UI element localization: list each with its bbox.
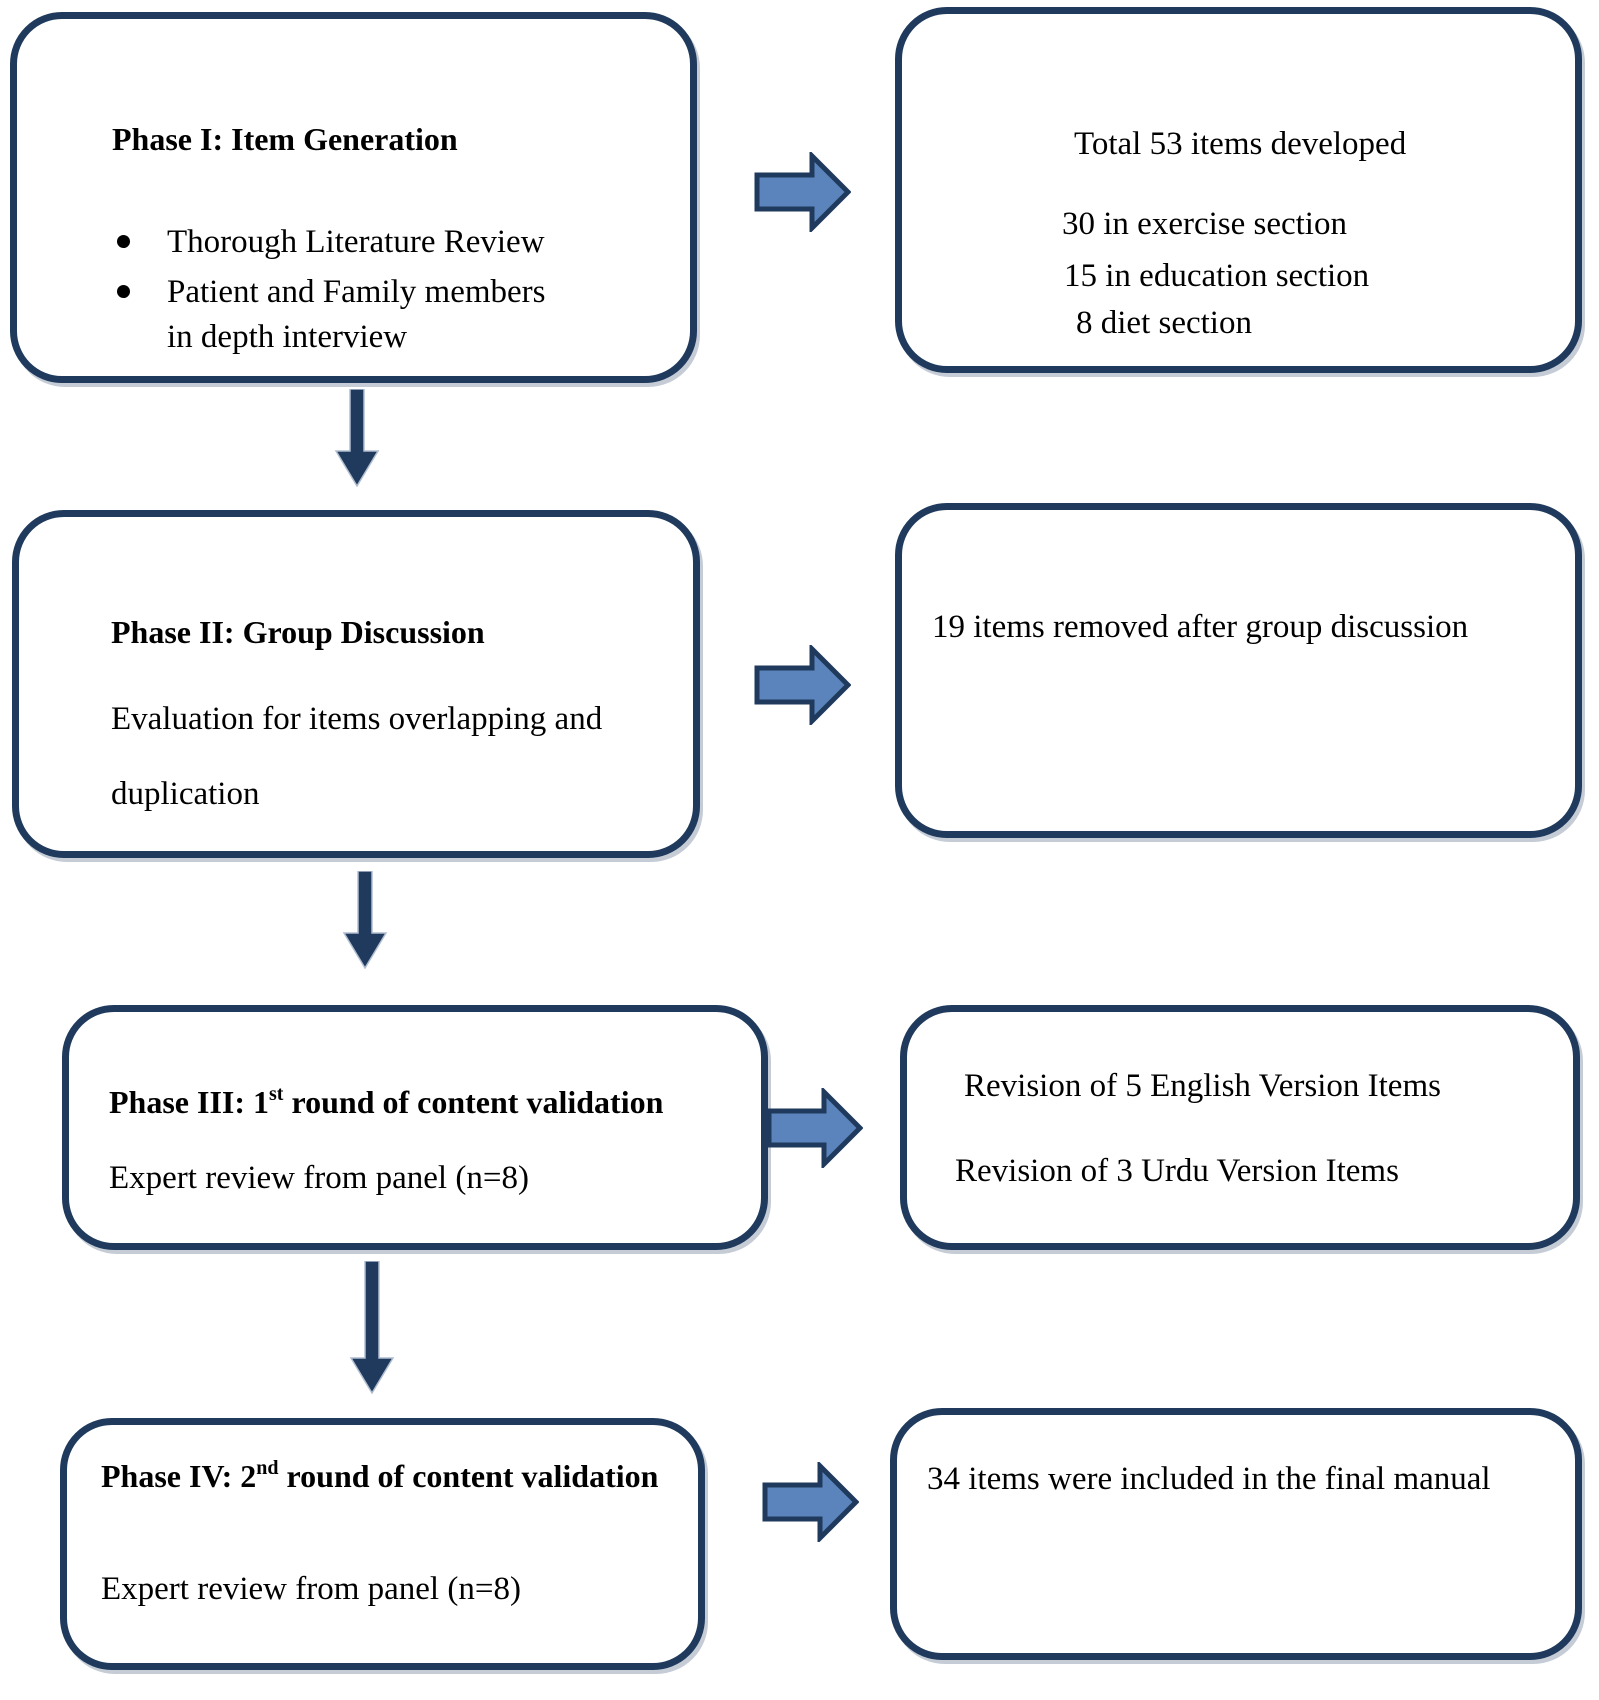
result1-box: Total 53 items developed 30 in exercise … bbox=[895, 7, 1582, 373]
result1-line4: 8 diet section bbox=[1076, 305, 1252, 341]
phase1-bullet2-line1: Patient and Family members bbox=[167, 274, 546, 310]
phase3-box: Phase III: 1st round of content validati… bbox=[62, 1005, 768, 1250]
phase1-heading: Phase I: Item Generation bbox=[112, 121, 458, 157]
phase4-heading: Phase IV: 2nd round of content validatio… bbox=[101, 1457, 659, 1494]
result2-box: 19 items removed after group discussion bbox=[895, 503, 1582, 838]
bullet-icon bbox=[117, 285, 130, 298]
phase1-box: Phase I: Item Generation Thorough Litera… bbox=[10, 12, 697, 383]
right-block-arrow-icon bbox=[766, 1088, 863, 1168]
right-block-arrow-icon bbox=[754, 645, 851, 725]
result4-box: 34 items were included in the final manu… bbox=[890, 1408, 1582, 1660]
right-block-arrow-icon bbox=[754, 152, 851, 232]
result3-line2: Revision of 3 Urdu Version Items bbox=[955, 1153, 1399, 1189]
phase4-heading-superscript: nd bbox=[256, 1457, 279, 1479]
down-arrow-icon bbox=[349, 1261, 395, 1394]
result2-line1: 19 items removed after group discussion bbox=[932, 609, 1469, 645]
phase2-box: Phase II: Group Discussion Evaluation fo… bbox=[12, 510, 700, 858]
phase4-box: Phase IV: 2nd round of content validatio… bbox=[60, 1418, 705, 1670]
phase2-line1: Evaluation for items overlapping and bbox=[111, 701, 603, 737]
result3-box: Revision of 5 English Version Items Revi… bbox=[900, 1005, 1580, 1250]
phase1-bullet2-line2: in depth interview bbox=[167, 319, 408, 355]
phase1-bullet1: Thorough Literature Review bbox=[167, 224, 545, 260]
phase2-heading: Phase II: Group Discussion bbox=[111, 614, 485, 650]
result4-line1: 34 items were included in the final manu… bbox=[927, 1461, 1491, 1497]
phase4-line1: Expert review from panel (n=8) bbox=[101, 1571, 521, 1607]
result1-line3: 15 in education section bbox=[1064, 258, 1370, 294]
result3-line1: Revision of 5 English Version Items bbox=[964, 1068, 1441, 1104]
right-block-arrow-icon bbox=[762, 1462, 859, 1542]
phase3-heading-superscript: st bbox=[269, 1083, 284, 1105]
result1-line1: Total 53 items developed bbox=[1074, 126, 1407, 162]
down-arrow-icon bbox=[334, 389, 380, 487]
result1-line2: 30 in exercise section bbox=[1062, 206, 1347, 242]
bullet-icon bbox=[117, 235, 130, 248]
phase3-heading: Phase III: 1st round of content validati… bbox=[109, 1083, 664, 1120]
phase2-line2: duplication bbox=[111, 776, 260, 812]
phase3-line1: Expert review from panel (n=8) bbox=[109, 1160, 529, 1196]
down-arrow-icon bbox=[342, 871, 388, 969]
